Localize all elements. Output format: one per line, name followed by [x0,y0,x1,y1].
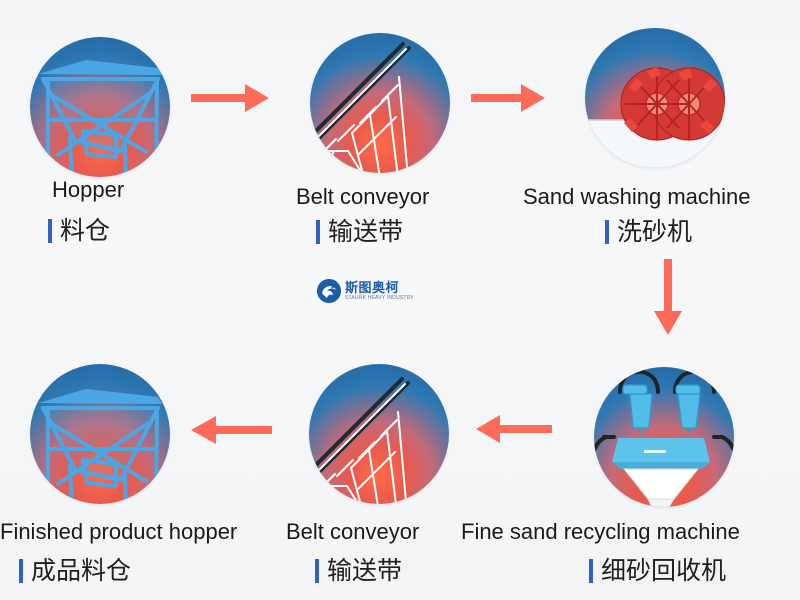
belt-conveyor-1-illustration-circle [310,33,450,173]
hopper-illustration-circle [30,37,170,177]
belt-conveyor-1-chinese-text: 输送带 [328,217,404,246]
finished-product-hopper-illustration-circle [30,364,170,504]
belt-conveyor-2-chinese-label: 输送带 [315,558,402,583]
fine-sand-recycling-machine-icon [594,369,734,507]
belt-conveyor-1-chinese-label: 输送带 [316,219,403,244]
arrow-icon [471,84,545,112]
finished-product-hopper-chinese-label: 成品料仓 [19,558,131,583]
arrow-icon [476,415,552,443]
brand-logo-text: 斯图奥柯 STAURK HEAVY INDUSTRY [345,282,414,301]
sand-washing-machine-label-marker [605,219,609,244]
belt-conveyor-icon [309,377,410,504]
hopper-chinese-text: 料仓 [60,216,111,245]
belt-conveyor-1-label-marker [316,219,320,244]
fine-sand-recycling-machine-chinese-label: 细砂回收机 [589,558,726,583]
belt-conveyor-icon [310,42,411,173]
hopper-label-marker [48,218,52,243]
belt-conveyor-2-label-marker [315,558,319,583]
finished-product-hopper-english-label: Finished product hopper [0,519,238,544]
belt-conveyor-2-illustration-circle [309,364,449,504]
hopper-icon [38,389,162,504]
belt-conveyor-2-english-label: Belt conveyor [286,519,420,544]
fine-sand-recycling-machine-label-marker [589,558,593,583]
fine-sand-recycling-machine-chinese-text: 细砂回收机 [601,556,727,585]
brand-logo-english: STAURK HEAVY INDUSTRY [345,294,414,301]
sand-washing-machine-chinese-label: 洗砂机 [605,219,692,244]
logo-icon [317,279,341,303]
arrow-icon [191,416,272,444]
brand-logo: 斯图奥柯 STAURK HEAVY INDUSTRY [317,279,414,303]
finished-product-hopper-chinese-text: 成品料仓 [31,556,132,585]
arrow-icon [654,259,682,335]
hopper-icon [38,60,162,177]
sand-washing-machine-english-label: Sand washing machine [523,184,751,209]
belt-conveyor-2-chinese-text: 输送带 [327,556,403,585]
belt-conveyor-1-english-label: Belt conveyor [296,184,430,209]
hopper-english-label: Hopper [52,177,125,202]
sand-washing-machine-icon [585,67,725,168]
fine-sand-recycling-machine-english-label: Fine sand recycling machine [461,519,740,544]
finished-product-hopper-label-marker [19,558,23,583]
fine-sand-recycling-machine-illustration-circle [594,367,734,507]
hopper-chinese-label: 料仓 [48,218,110,243]
arrow-icon [191,84,269,112]
sand-washing-machine-chinese-text: 洗砂机 [617,217,693,246]
sand-washing-machine-illustration-circle [585,28,725,168]
brand-logo-chinese: 斯图奥柯 [345,280,400,296]
